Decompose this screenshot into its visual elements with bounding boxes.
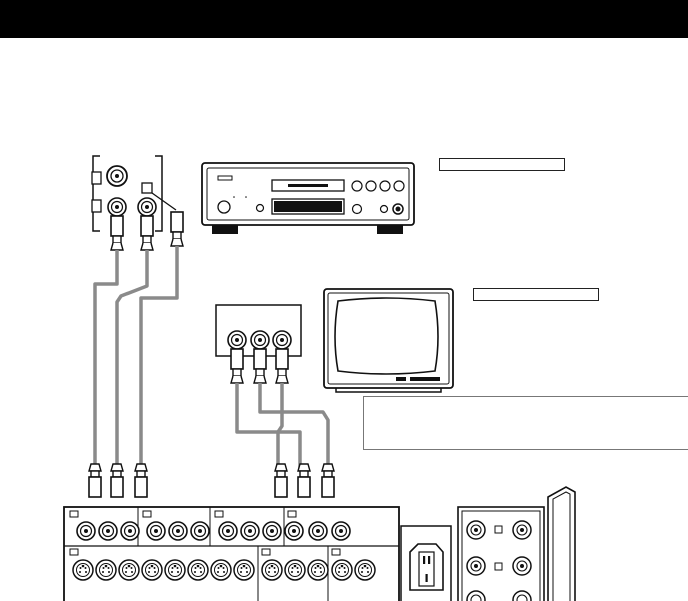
- cables: [93, 246, 330, 470]
- header-bar: [0, 0, 688, 38]
- tv-monitor-icon: [323, 288, 454, 393]
- monitor-label-box: [473, 288, 599, 301]
- av-receiver-rear-panel-icon: [63, 506, 400, 601]
- player-label-box: [439, 158, 565, 171]
- note-box: [363, 396, 688, 450]
- disc-player-icon: [201, 162, 415, 234]
- chassis-edge: [547, 486, 576, 601]
- monitor-jack-panel: [215, 304, 302, 384]
- source-plugs: [110, 211, 184, 251]
- source-jack-panel: [91, 155, 177, 232]
- ac-inlet-icon: [400, 525, 452, 601]
- receiver-plugs: [88, 463, 335, 498]
- speaker-terminal-block: [457, 506, 545, 601]
